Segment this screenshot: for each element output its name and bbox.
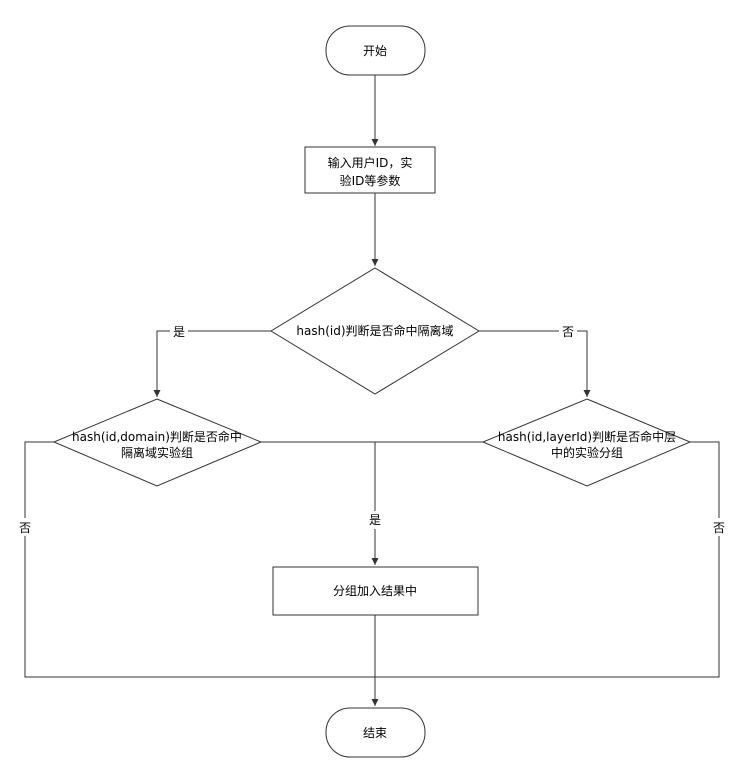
decision-domain-label-line1: hash(id,domain)判断是否命中 [72,429,242,444]
decision-layer-node [481,398,692,487]
decision-isolation-node [270,267,480,395]
end-node [325,707,426,758]
decision-domain-label-line2: 隔离域实验组 [121,445,193,460]
start-node [325,25,426,76]
edge-label-yes-center: 是 [369,513,381,527]
edge-label-no-layer: 否 [713,521,725,535]
input-node [304,146,436,194]
input-label-line2: 验ID等参数 [340,173,401,188]
add-group-node [272,566,479,616]
end-label: 结束 [363,726,387,740]
edge-decision-yes-left [153,330,271,397]
start-label: 开始 [363,44,387,58]
edge-label-no-right: 否 [562,325,574,339]
edge-label-yes-left: 是 [173,325,185,339]
decision-domain-node [52,398,263,487]
decision-isolation-label: hash(id)判断是否命中隔离域 [296,323,453,338]
edge-domain-no [24,441,375,678]
decision-layer-label-line2: 中的实验分组 [551,445,623,460]
input-label-line1: 输入用户ID，实 [328,155,413,170]
edge-label-no-domain: 否 [19,521,31,535]
decision-layer-label-line1: hash(id,layerId)判断是否命中层 [498,429,676,444]
edge-layer-no [375,441,720,678]
edge-decision-no-right [479,330,591,397]
add-group-label: 分组加入结果中 [333,583,417,598]
